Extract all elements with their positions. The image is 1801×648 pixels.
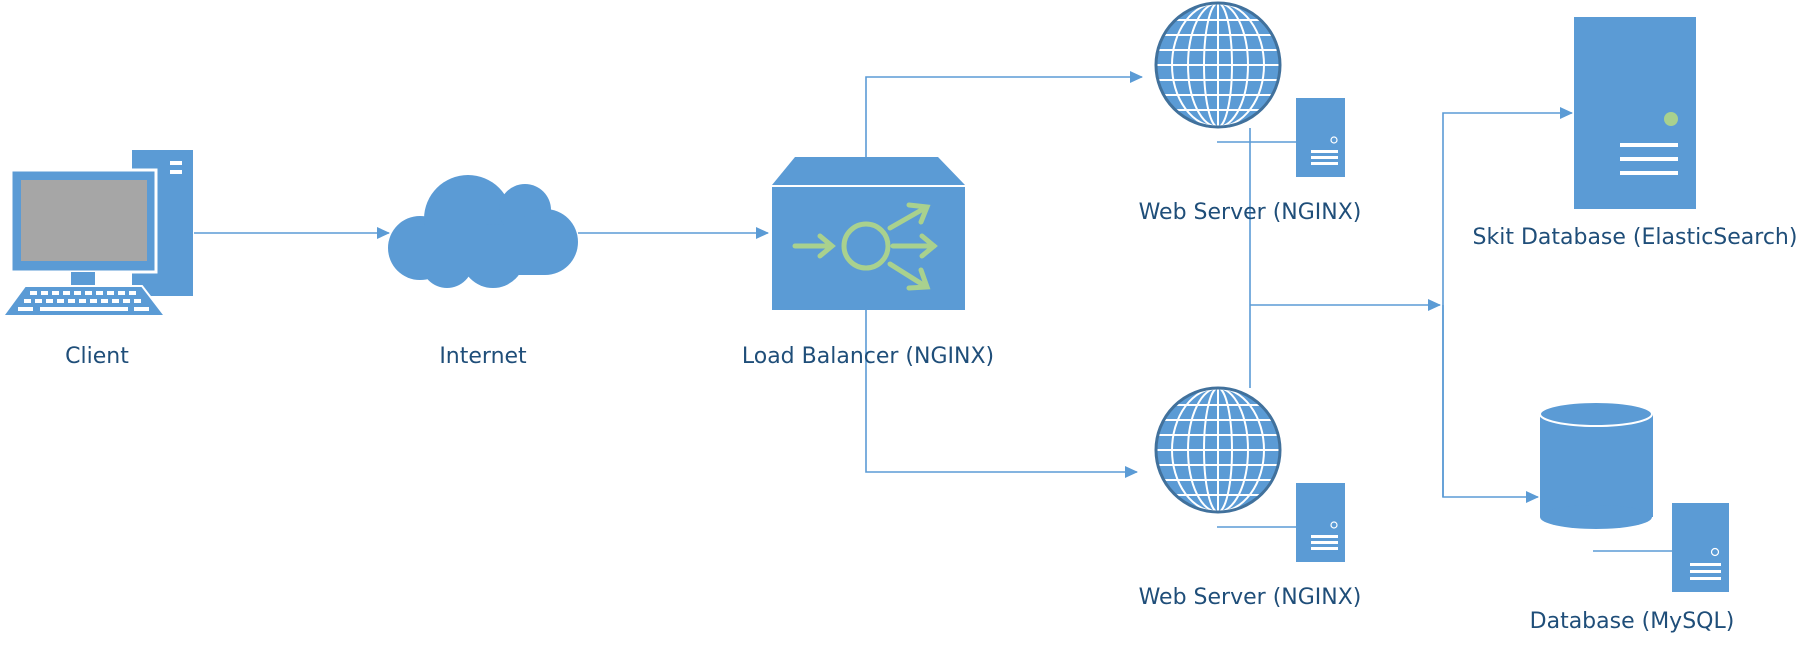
server-box-icon [1296,98,1345,177]
skit-database-node: Skit Database (ElasticSearch) [1473,17,1798,250]
web-server-icon [1154,386,1345,562]
edge-load-balancer-web-server-2 [865,309,1138,478]
edge-load-balancer-web-server-1 [865,71,1143,157]
database-label: Database (MySQL) [1530,609,1735,634]
server-box-icon [1672,503,1729,592]
desktop-computer-icon [1,150,193,317]
database-node: Database (MySQL) [1530,401,1735,634]
web-server-2-node: Web Server (NGINX) [1139,386,1362,610]
client-node: Client [1,150,193,369]
server-box-icon [1296,483,1345,562]
web-server-2-label: Web Server (NGINX) [1139,585,1362,610]
web-server-icon [1154,1,1345,177]
web-server-1-node: Web Server (NGINX) [1139,1,1362,225]
skit-database-label: Skit Database (ElasticSearch) [1473,225,1798,250]
edge-junction-database [1442,305,1539,503]
internet-label: Internet [439,344,527,369]
internet-node: Internet [388,175,578,369]
client-label: Client [65,344,129,369]
connectors [194,71,1573,503]
globe-icon [1154,386,1282,514]
server-tower-icon [1574,17,1696,209]
database-server-icon [1539,401,1729,592]
cylinder-icon [1539,401,1653,529]
globe-icon [1154,1,1282,129]
cloud-icon [388,175,578,288]
load-balancer-node: Load Balancer (NGINX) [742,157,994,369]
web-server-1-label: Web Server (NGINX) [1139,200,1362,225]
load-balancer-icon [772,157,965,310]
load-balancer-label: Load Balancer (NGINX) [742,344,994,369]
